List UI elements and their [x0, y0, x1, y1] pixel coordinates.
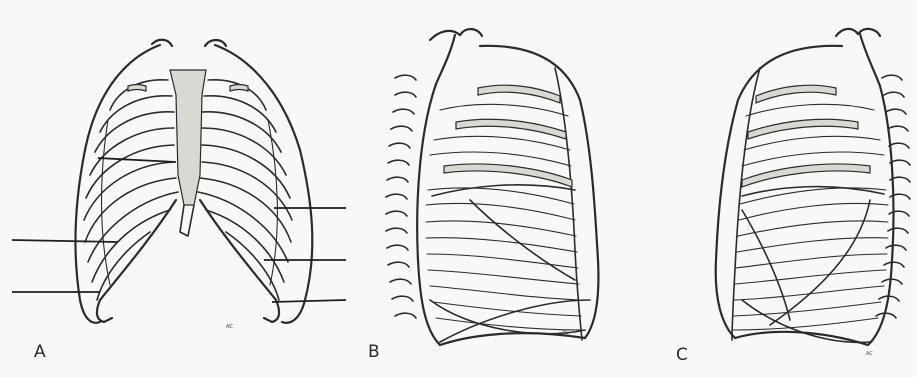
panel-label-c: C — [676, 345, 688, 365]
panel-c-initials: AC — [866, 351, 873, 357]
panel-label-b: B — [368, 342, 380, 362]
panel-c-drawing — [716, 29, 910, 345]
panel-a-drawing — [12, 40, 346, 323]
panel-a-initials: AC — [226, 324, 233, 330]
panel-b-drawing — [386, 29, 598, 345]
panel-b-initials: AC — [562, 330, 569, 336]
panel-label-a: A — [34, 342, 46, 362]
